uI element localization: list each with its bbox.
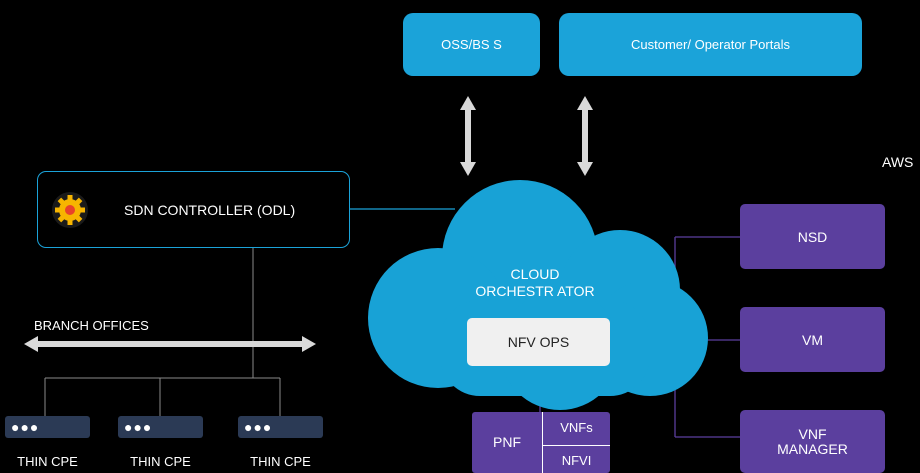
cloud-line-2: ORCHESTR ATOR <box>475 283 595 299</box>
nfvi-label: NFVI <box>561 453 592 468</box>
portals-box[interactable]: Customer/ Operator Portals <box>559 13 862 76</box>
odl-logo-icon <box>52 192 88 228</box>
pnf-label: PNF <box>493 434 521 450</box>
pnf-divider <box>542 412 543 473</box>
pnf-vnf-nfvi-box[interactable]: PNF VNFs NFVI <box>472 412 610 473</box>
portals-label: Customer/ Operator Portals <box>631 37 790 52</box>
vm-label: VM <box>802 331 823 348</box>
thin-cpe-label-1: THIN CPE <box>17 454 78 469</box>
vnf-manager-box[interactable]: VNF MANAGER <box>740 410 885 473</box>
oss-bss-label: OSS/BS S <box>441 37 502 52</box>
aws-label: AWS <box>882 154 914 170</box>
nsd-box[interactable]: NSD <box>740 204 885 269</box>
cpe-status-dots-icon: ●●● <box>11 419 40 435</box>
nsd-label: NSD <box>797 228 828 245</box>
branch-offices-label: BRANCH OFFICES <box>34 318 149 333</box>
vm-box[interactable]: VM <box>740 307 885 372</box>
thin-cpe-label-3: THIN CPE <box>250 454 311 469</box>
thin-cpe-device-3[interactable]: ●●● <box>238 416 323 438</box>
thin-cpe-label-2: THIN CPE <box>130 454 191 469</box>
oss-double-arrow <box>460 96 476 176</box>
cpe-status-dots-icon: ●●● <box>244 419 273 435</box>
vnf-manager-line-1: VNF <box>798 425 827 442</box>
nfv-ops-box[interactable]: NFV OPS <box>467 318 610 366</box>
cloud-orchestrator-title: CLOUD ORCHESTR ATOR <box>460 266 610 300</box>
thin-cpe-device-1[interactable]: ●●● <box>5 416 90 438</box>
nfv-ops-label: NFV OPS <box>507 334 570 350</box>
sdn-controller-box[interactable]: SDN CONTROLLER (ODL) <box>37 171 350 248</box>
vnfs-nfvi-divider <box>543 445 610 446</box>
cloud-line-1: CLOUD <box>510 266 560 282</box>
cpe-status-dots-icon: ●●● <box>124 419 153 435</box>
branch-double-arrow <box>24 336 316 352</box>
thin-cpe-device-2[interactable]: ●●● <box>118 416 203 438</box>
oss-bss-box[interactable]: OSS/BS S <box>403 13 540 76</box>
vnfs-label: VNFs <box>560 420 593 435</box>
portals-double-arrow <box>577 96 593 176</box>
sdn-controller-label: SDN CONTROLLER (ODL) <box>124 202 296 218</box>
vnf-manager-line-2: MANAGER <box>777 440 848 457</box>
